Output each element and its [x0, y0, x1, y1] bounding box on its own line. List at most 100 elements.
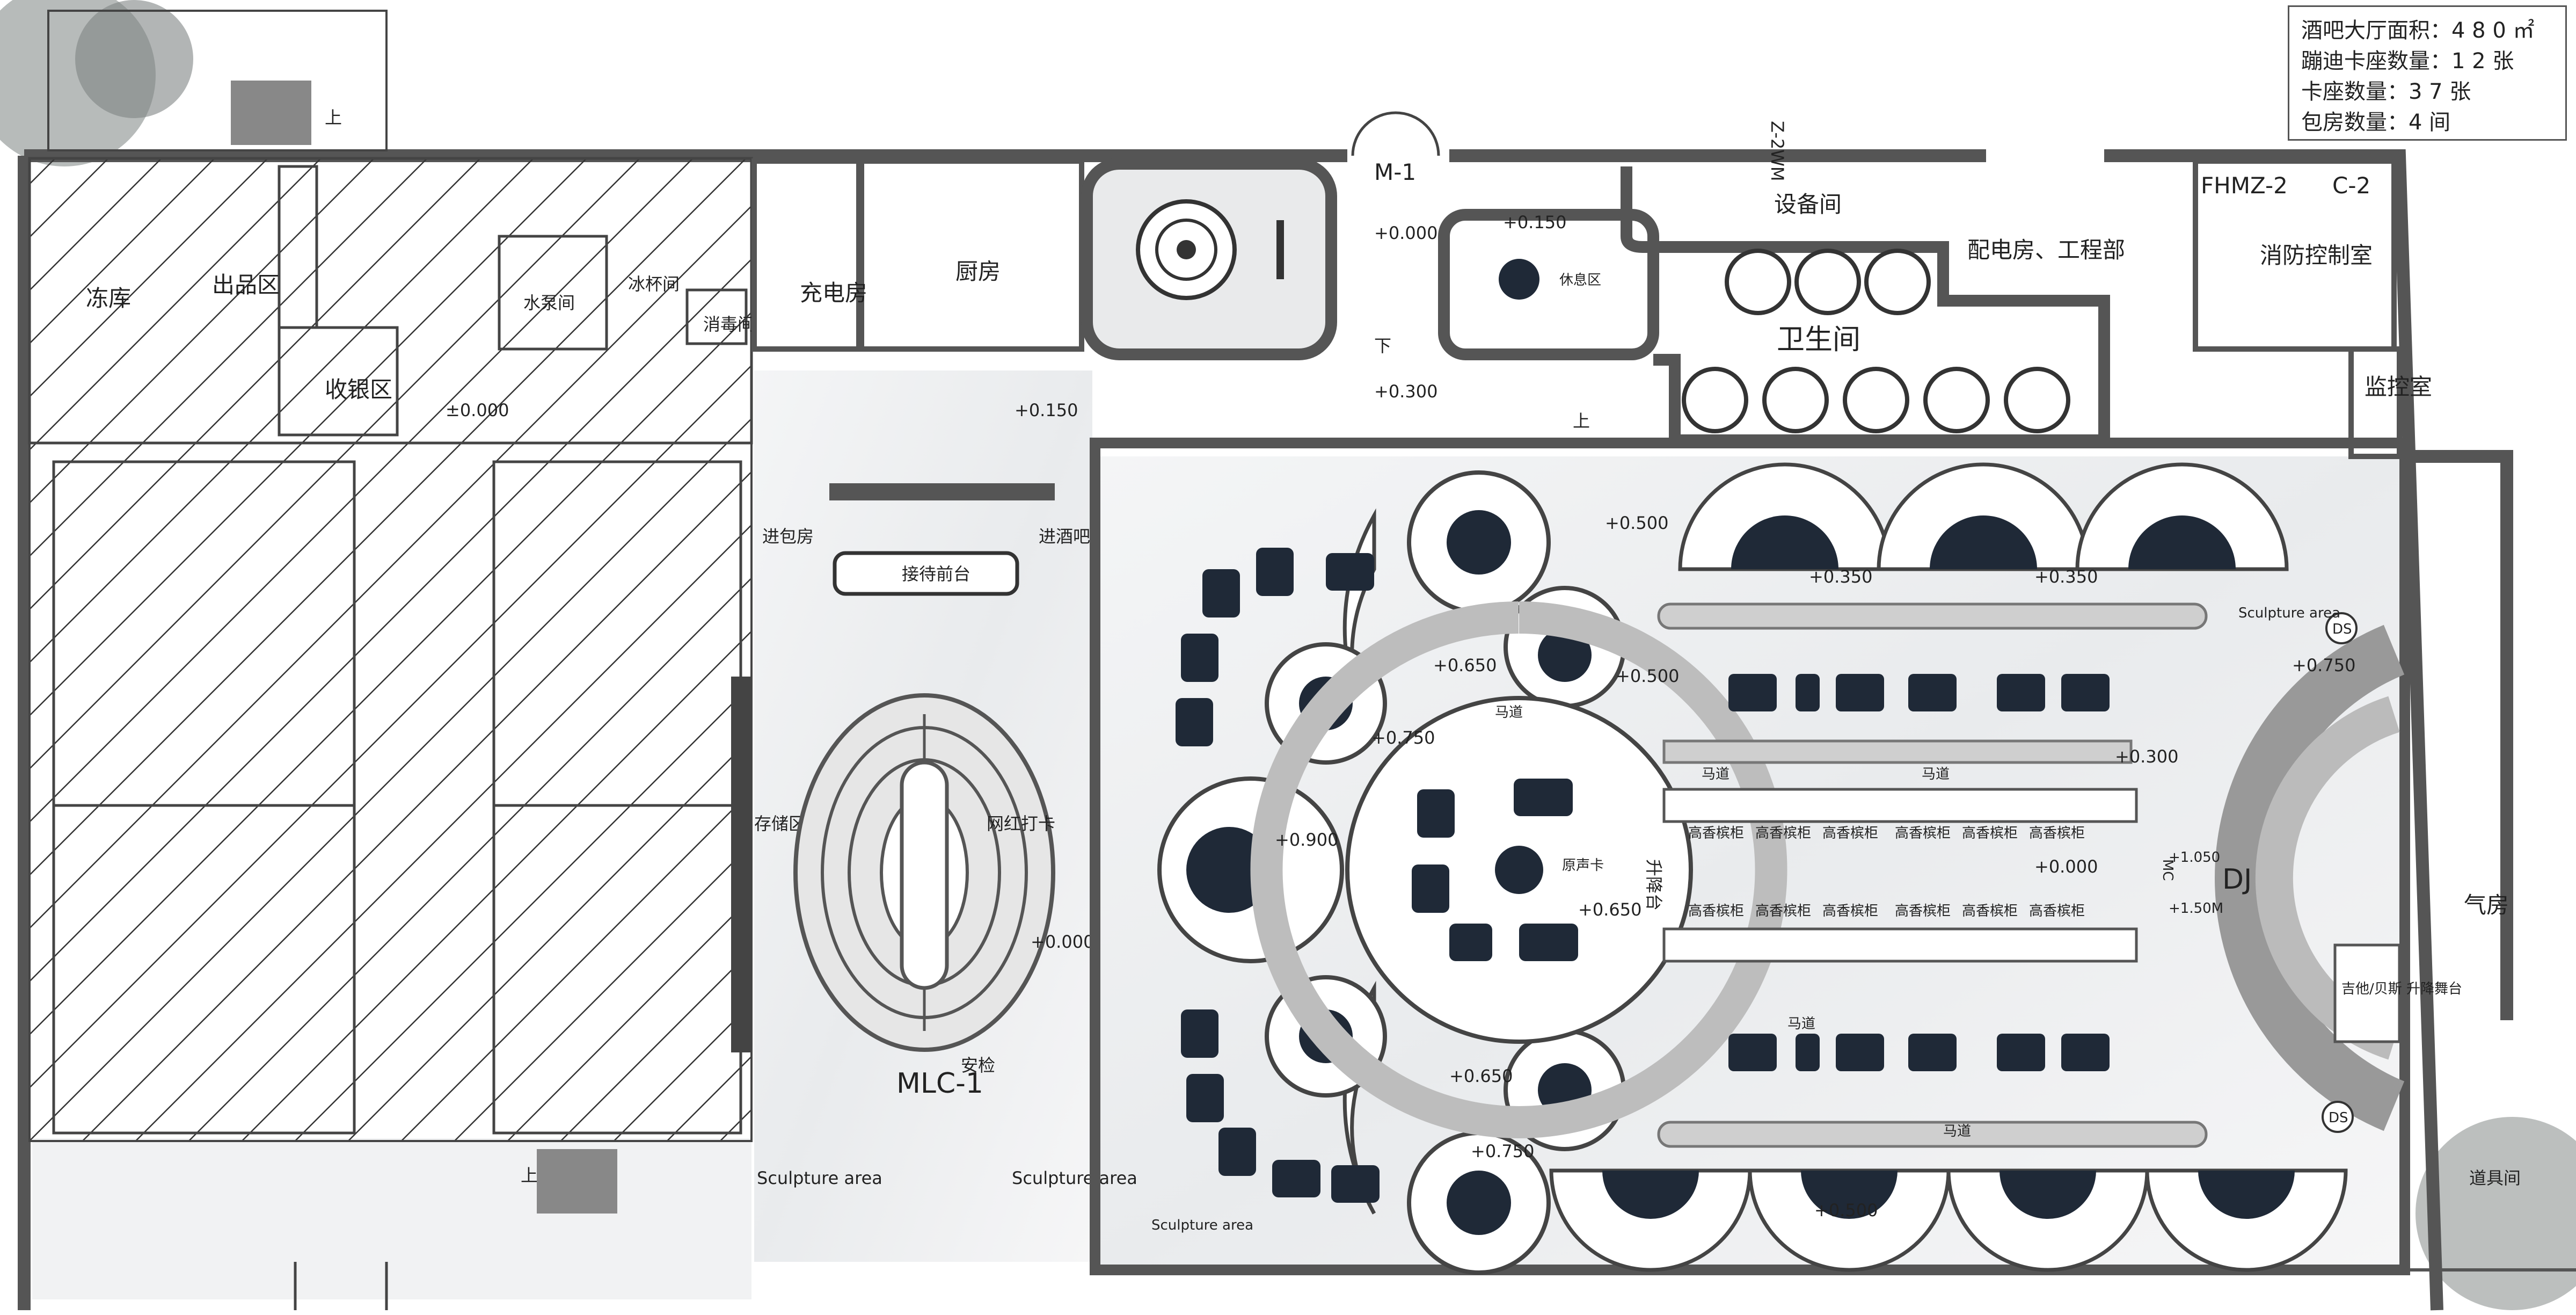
ds-label-2: DS — [2329, 1110, 2348, 1126]
sculpture-label-3: Sculpture area — [1151, 1217, 1253, 1233]
up-sign-hall: 上 — [1573, 411, 1590, 431]
karaoke-label: 原声卡 — [1562, 858, 1604, 874]
room-equipment: 设备间 — [1774, 191, 1842, 217]
catwalk-label-4: 马道 — [1787, 1016, 1815, 1032]
room-kitchen: 厨房 — [955, 258, 1001, 285]
vip-table-center — [1177, 240, 1196, 259]
stat-private-rooms: 包房数量：4 间 — [2301, 110, 2451, 135]
room-sterilize: 消毒间 — [703, 314, 755, 335]
lobby-bench — [829, 483, 1055, 500]
corridor-floor — [32, 1138, 751, 1299]
room-water-pump: 水泵间 — [523, 293, 575, 313]
tree-bottom-right — [2416, 1117, 2576, 1310]
ds-badge-1 — [2325, 612, 2358, 644]
high-table-10: 高香槟柜 — [1895, 903, 1951, 919]
room-restroom: 卫生间 — [1777, 324, 1860, 356]
influencer-label: 网红打卡 — [987, 813, 1055, 834]
outer-walls — [18, 149, 2513, 1311]
catwalk-label-1: 马道 — [1495, 704, 1523, 721]
high-table-4: 高香槟柜 — [1895, 825, 1951, 841]
toilet-stalls — [1682, 249, 2070, 433]
level-oval: +0.000 — [1031, 932, 1094, 952]
stage-box — [2333, 943, 2401, 1043]
vip-tv — [1276, 220, 1284, 279]
level-entry: +0.000 — [1374, 223, 1437, 243]
room-monitor: 监控室 — [2365, 374, 2432, 400]
up-sign: 上 — [325, 107, 342, 128]
fire-control-room — [2193, 158, 2397, 352]
room-cold-drink: 冰杯间 — [628, 274, 680, 294]
stair-bottom — [537, 1149, 617, 1214]
vip-table-inner — [1155, 219, 1217, 281]
level-m12: +0.500 — [1814, 1200, 1878, 1220]
high-table-3: 高香槟柜 — [1822, 825, 1878, 841]
level-lounge: +0.150 — [1503, 212, 1566, 233]
level-m3: +0.900 — [1275, 830, 1338, 850]
room-tool: 道具间 — [2469, 1168, 2521, 1188]
catwalk-label-5: 马道 — [1943, 1123, 1971, 1139]
high-table-1: 高香槟柜 — [1688, 825, 1744, 841]
level-m5: +0.500 — [1616, 666, 1679, 686]
lift-stage-label: 升降台 — [1644, 859, 1664, 911]
high-table-6: 高香槟柜 — [2029, 825, 2085, 841]
top-half-booths — [1678, 462, 2289, 571]
high-table-7: 高香槟柜 — [1688, 903, 1744, 919]
stats-panel: 酒吧大厅面积：4 8 0 ㎡ 蹦迪卡座数量：1 2 张 卡座数量：3 7 张 包… — [2288, 5, 2567, 141]
center-catwalk-ring — [1250, 601, 1787, 1138]
ds-label-1: DS — [2332, 621, 2352, 637]
level-m9: +0.350 — [2034, 566, 2098, 587]
security-label: 安检 — [961, 1055, 995, 1076]
dj-label: DJ — [2222, 863, 2252, 896]
entry-door — [1351, 111, 1440, 156]
room-air: 气房 — [2464, 892, 2509, 918]
booth-sofas — [1176, 548, 1380, 1203]
level-m7: +0.650 — [1449, 1066, 1513, 1086]
room-receiving: 收银区 — [325, 376, 392, 403]
to-private-label: 进包房 — [762, 526, 814, 547]
high-table-2: 高香槟柜 — [1755, 825, 1811, 841]
door-m1: M-1 — [1374, 159, 1416, 185]
bottom-half-tables — [1602, 1171, 2295, 1219]
center-sofas — [1412, 779, 1578, 961]
level-m13: +0.750 — [1471, 1141, 1534, 1161]
stat-disco-booths: 蹦迪卡座数量：1 2 张 — [2301, 49, 2514, 74]
room-dispatch: 出品区 — [212, 272, 280, 298]
stage-label: 吉他/贝斯 升降舞台 — [2341, 981, 2462, 997]
annex-top-left — [47, 10, 388, 151]
sculpture-label-4: Sculpture area — [2238, 605, 2340, 621]
reception-label: 接待前台 — [902, 564, 970, 584]
high-table-8: 高香槟柜 — [1755, 903, 1811, 919]
door-zm2: Z-2WM — [1767, 121, 1787, 181]
storage-rack — [731, 677, 750, 1052]
level-m14: +0.750 — [2292, 655, 2355, 675]
level-m1: +0.750 — [1371, 728, 1435, 748]
bottom-door — [294, 1262, 388, 1310]
center-table — [1495, 846, 1543, 894]
level-m6: +0.650 — [1578, 899, 1641, 920]
high-table-11: 高香槟柜 — [1962, 903, 2018, 919]
catwalk-label-2: 马道 — [1702, 766, 1730, 782]
high-table-5: 高香槟柜 — [1962, 825, 2018, 841]
room-charging: 充电房 — [800, 280, 867, 306]
ds-badge-2 — [2322, 1101, 2354, 1133]
bottom-half-booths — [1549, 1168, 2348, 1272]
room-power: 配电房、工程部 — [1967, 237, 2125, 263]
top-rooms — [751, 158, 1084, 352]
stair-top-left — [231, 81, 311, 145]
level-lobby-top: +0.300 — [1374, 381, 1437, 402]
level-m2: +0.650 — [1433, 655, 1497, 675]
level-m8: +0.350 — [1809, 566, 1872, 587]
round-tables — [1186, 510, 1592, 1235]
influencer-oval — [793, 693, 1055, 1052]
stat-hall-area: 酒吧大厅面积：4 8 0 ㎡ — [2301, 18, 2535, 43]
stat-booths: 卡座数量：3 7 张 — [2301, 79, 2471, 104]
room-rest-area: 休息区 — [1559, 272, 1601, 288]
up-sign-bottom: 上 — [521, 1165, 538, 1186]
down-sign-entry: 下 — [1374, 336, 1391, 356]
high-table-row-1 — [1662, 788, 2138, 963]
level-m11: +0.000 — [2034, 856, 2098, 877]
level-lobby: +0.150 — [1015, 400, 1078, 420]
main-hall-wall — [1090, 438, 2410, 1275]
lounge-room — [1438, 209, 1659, 360]
door-mlc1: MLC-1 — [896, 1067, 983, 1100]
